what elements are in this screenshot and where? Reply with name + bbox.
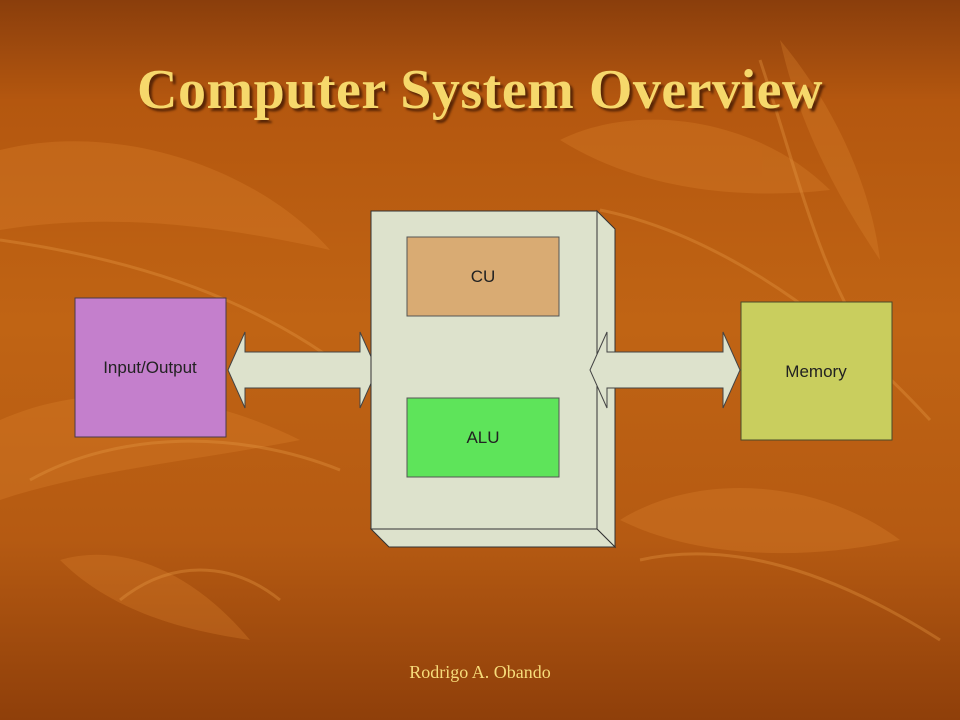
memory-label: Memory: [785, 362, 847, 381]
memory-box: [740, 301, 893, 441]
slide-footer-author: Rodrigo A. Obando: [409, 662, 551, 682]
input-output-block: Input/Output: [74, 297, 227, 438]
cpu-memory-double-arrow: [589, 331, 741, 409]
alu-label: ALU: [466, 428, 499, 447]
cu-label: CU: [471, 267, 496, 286]
cpu-box-bottom: [369, 528, 617, 548]
input-output-label: Input/Output: [103, 358, 197, 377]
input-output-box: [74, 297, 227, 438]
cu-box: [406, 236, 560, 317]
io-cpu-double-arrow: [227, 331, 378, 409]
alu-box: [406, 397, 560, 478]
memory-block: Memory: [740, 301, 893, 441]
cpu-block: CU ALU: [369, 209, 617, 549]
slide-title: Computer System Overview: [137, 59, 823, 121]
